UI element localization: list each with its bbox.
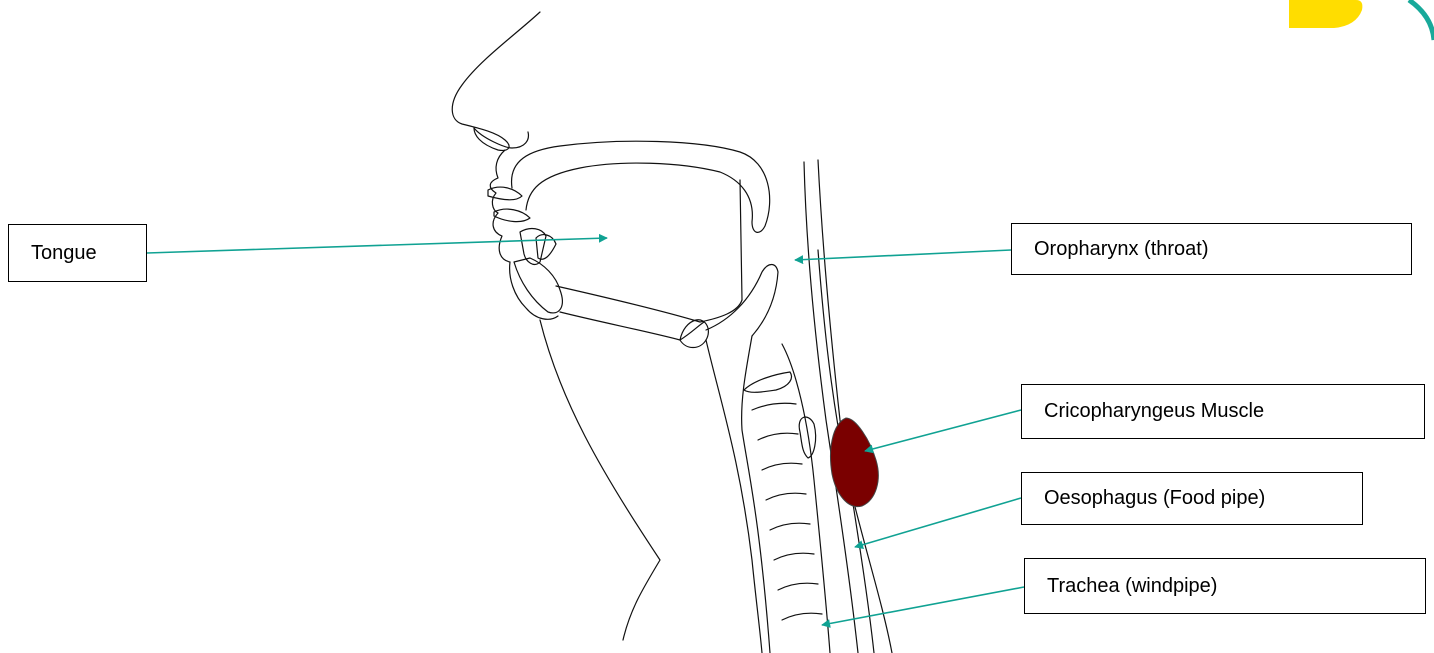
cricopharyngeus-muscle [831,418,879,507]
label-trachea-text: Trachea (windpipe) [1047,575,1217,598]
epiglottis [706,265,778,653]
arrow-tongue [147,238,607,253]
oesophagus-tubes [804,160,892,653]
arrow-cricopharyngeus [865,410,1021,451]
label-oesophagus-text: Oesophagus (Food pipe) [1044,487,1265,510]
logo-yellow-shape [1289,0,1362,28]
label-trachea: Trachea (windpipe) [1024,558,1426,614]
arrow-oropharynx [795,250,1011,260]
label-tongue-text: Tongue [31,242,97,265]
palate [512,141,770,300]
face-profile [452,12,660,640]
label-oropharynx: Oropharynx (throat) [1011,223,1412,275]
logo-teal-arc [1409,0,1434,40]
label-tongue: Tongue [8,224,147,282]
label-cricopharyngeus-text: Cricopharyngeus Muscle [1044,400,1264,423]
label-oesophagus: Oesophagus (Food pipe) [1021,472,1363,525]
tongue-shape [556,286,742,348]
label-oropharynx-text: Oropharynx (throat) [1034,238,1209,261]
label-cricopharyngeus: Cricopharyngeus Muscle [1021,384,1425,439]
arrow-oesophagus [855,498,1021,547]
